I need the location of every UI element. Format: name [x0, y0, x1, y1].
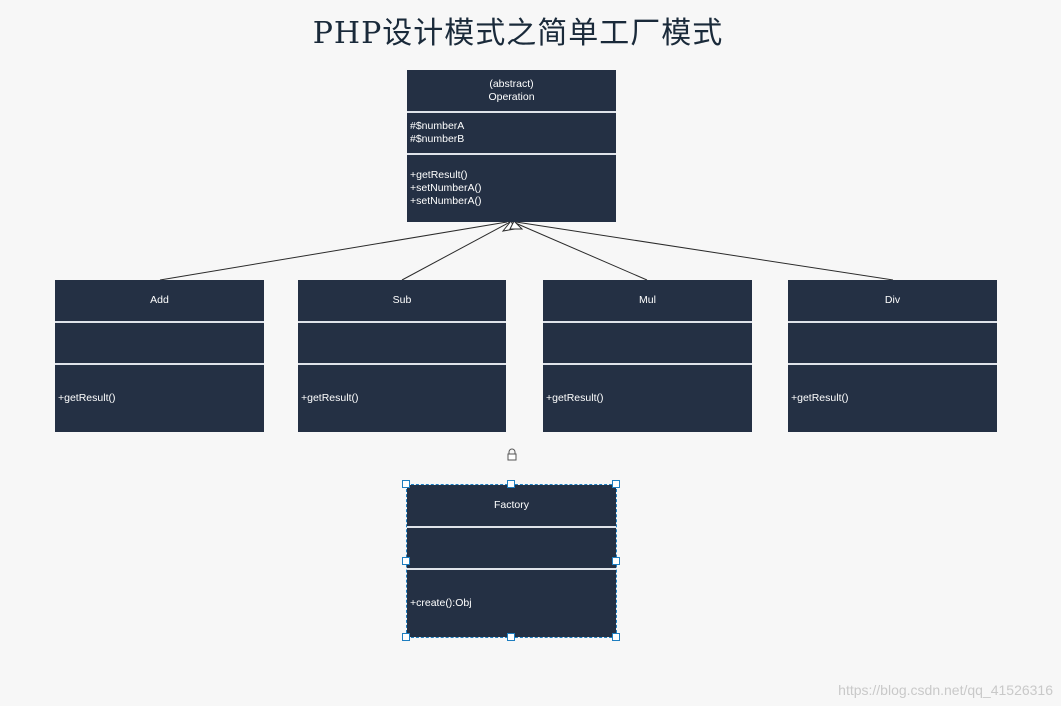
class-mul[interactable]: Mul +getResult() — [543, 280, 752, 432]
class-add[interactable]: Add +getResult() — [55, 280, 264, 432]
class-name: Sub — [392, 294, 412, 306]
class-divider — [407, 526, 616, 528]
method: +create():Obj — [410, 597, 472, 609]
class-name: Div — [884, 294, 901, 306]
resize-handle-top-left[interactable] — [402, 480, 410, 488]
class-divider — [407, 568, 616, 570]
attribute: #$numberB — [410, 133, 465, 145]
class-name: Mul — [639, 294, 656, 306]
selection-outline — [406, 484, 617, 638]
connector-add — [159, 221, 508, 281]
resize-handle-top-right[interactable] — [612, 480, 620, 488]
resize-handle-bottom-left[interactable] — [402, 633, 410, 641]
inheritance-arrowhead — [509, 220, 524, 230]
resize-handle-bottom[interactable] — [507, 633, 515, 641]
class-name: Factory — [493, 499, 529, 511]
class-divider — [55, 321, 264, 323]
method: +setNumberA() — [410, 195, 482, 207]
class-divider — [543, 363, 752, 365]
class-sub[interactable]: Sub +getResult() — [298, 280, 506, 432]
class-divider — [407, 153, 616, 155]
resize-handle-left[interactable] — [402, 557, 410, 565]
class-divider — [788, 321, 997, 323]
connector-div — [515, 221, 894, 281]
method: +getResult() — [791, 392, 849, 404]
resize-handle-right[interactable] — [612, 557, 620, 565]
resize-handle-bottom-right[interactable] — [612, 633, 620, 641]
class-divider — [55, 363, 264, 365]
class-divider — [788, 363, 997, 365]
class-divider — [407, 111, 616, 113]
class-operation[interactable]: (abstract) Operation #$numberA #$numberB… — [407, 70, 616, 222]
class-stereotype: (abstract) — [489, 77, 534, 90]
class-divider — [543, 321, 752, 323]
diagram-title: PHP设计模式之简单工厂模式 — [312, 16, 724, 51]
connector-mul — [512, 221, 648, 281]
class-factory[interactable]: Factory +create():Obj — [407, 485, 616, 637]
class-operation-header: (abstract) Operation — [407, 70, 616, 111]
connector-sub — [401, 221, 511, 281]
method: +getResult() — [410, 169, 468, 181]
method: +getResult() — [301, 392, 359, 404]
class-divider — [298, 363, 506, 365]
class-name: Add — [150, 294, 169, 306]
resize-handle-top[interactable] — [507, 480, 515, 488]
method: +getResult() — [546, 392, 604, 404]
class-operation-methods: +getResult() +setNumberA() +setNumberA() — [407, 169, 616, 208]
class-name: Operation — [488, 90, 535, 103]
class-operation-attributes: #$numberA #$numberB — [407, 120, 616, 146]
attribute: #$numberA — [410, 120, 465, 132]
class-divider — [298, 321, 506, 323]
method: +getResult() — [58, 392, 116, 404]
watermark-text: https://blog.csdn.net/qq_41526316 — [838, 682, 1053, 698]
class-div[interactable]: Div +getResult() — [788, 280, 997, 432]
method: +setNumberA() — [410, 182, 482, 194]
lock-icon[interactable] — [506, 448, 518, 462]
